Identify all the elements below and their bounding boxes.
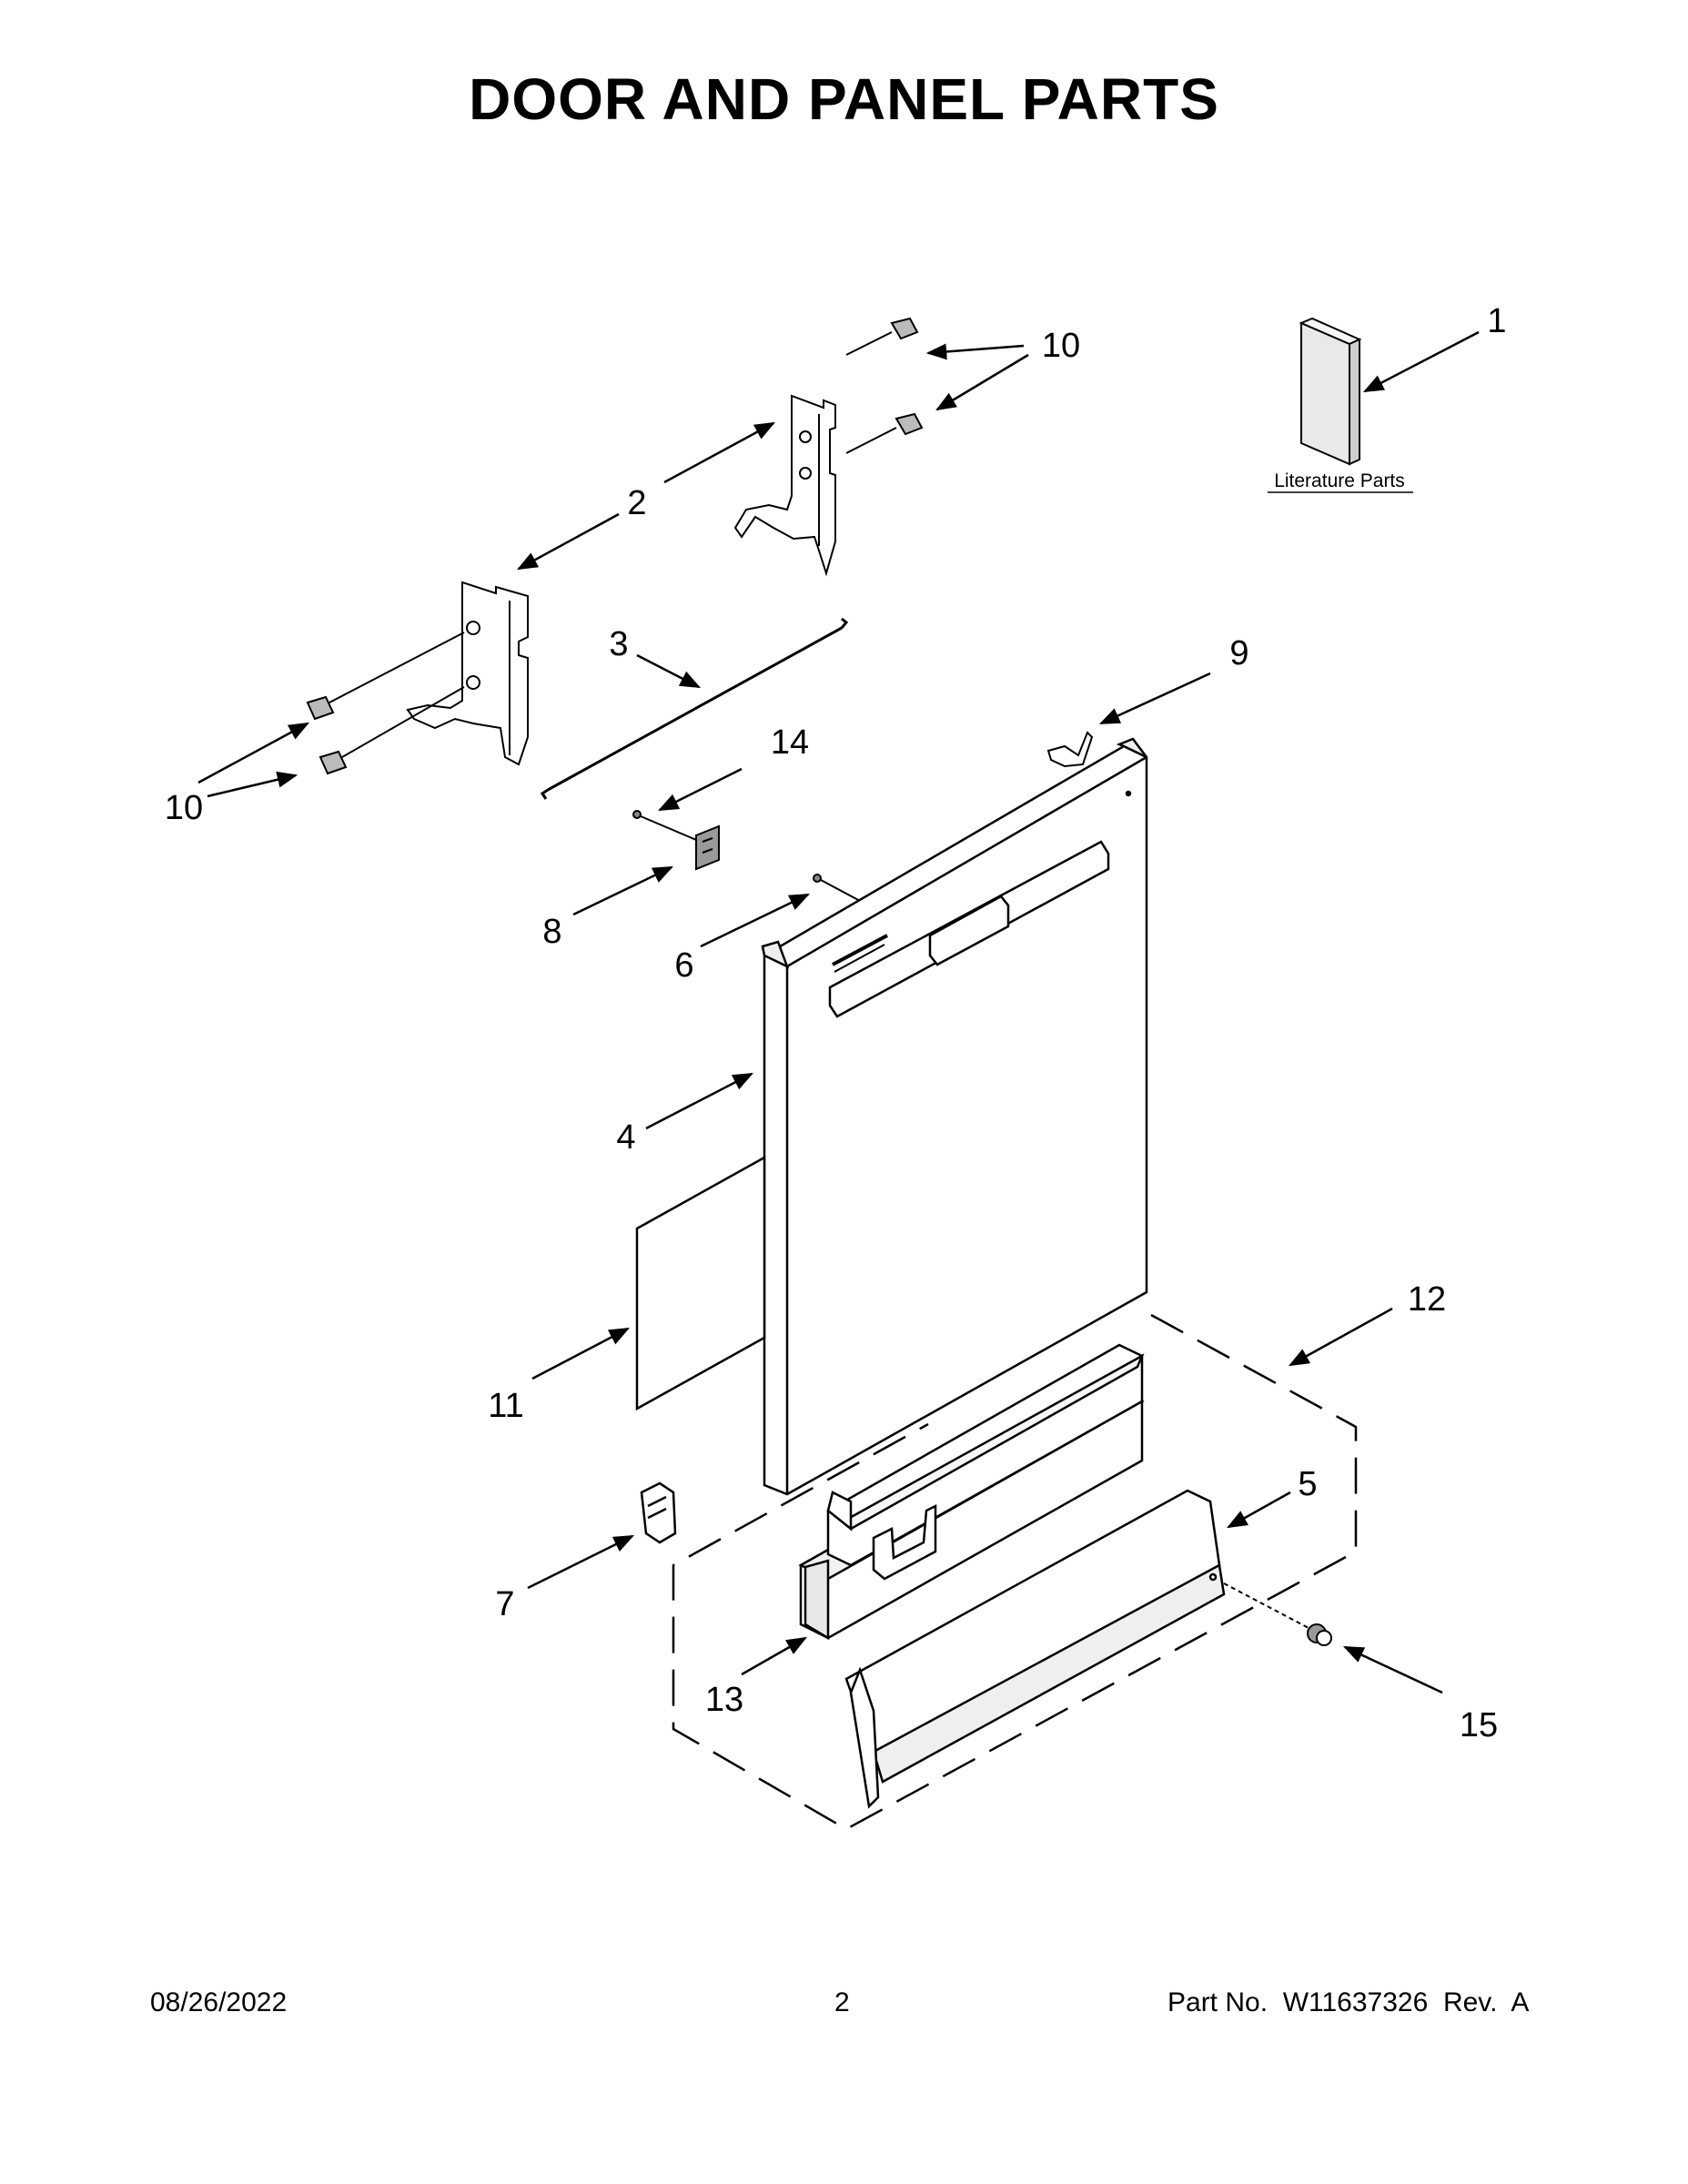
leader-2-right (663, 421, 775, 484)
door-rod (540, 617, 849, 800)
callout-leaders (197, 330, 1480, 1694)
vent-trim-part-13 (798, 1343, 1145, 1641)
toe-kick-assembly-outline (672, 1313, 1358, 1831)
callout-12: 12 (1408, 1280, 1446, 1319)
hinge-screw-upper-right (845, 317, 919, 356)
leader-13 (741, 1636, 807, 1676)
callout-10-upper: 10 (1042, 327, 1080, 365)
clip-part-9 (1046, 731, 1094, 768)
insulation-panel (635, 1155, 766, 1411)
hinge-screw-lower-left (318, 686, 465, 775)
hinge-screw-lower-right (845, 412, 924, 454)
callout-14: 14 (771, 723, 809, 762)
callout-3: 3 (609, 625, 628, 663)
callout-5: 5 (1298, 1465, 1317, 1503)
right-hinge-bracket (733, 394, 836, 577)
leader-6 (700, 893, 811, 948)
callout-9: 9 (1229, 634, 1248, 672)
callout-13: 13 (705, 1681, 743, 1719)
page-title: DOOR AND PANEL PARTS (469, 66, 1219, 132)
footer-page-number: 2 (834, 1987, 850, 2017)
callout-numbers: 1 2 3 4 5 6 7 8 9 10 10 11 12 13 14 15 (165, 302, 1507, 1744)
leader-15 (1342, 1645, 1443, 1694)
leader-1 (1363, 330, 1480, 393)
leader-10-upper (925, 343, 1025, 360)
handle-cap-part-7 (640, 1481, 677, 1544)
callout-1: 1 (1487, 302, 1506, 340)
hinge-screw-upper-left (306, 632, 465, 721)
literature-parts-booklet (1299, 317, 1362, 466)
left-hinge-bracket (406, 581, 529, 766)
literature-parts-label: Literature Parts (1274, 470, 1405, 491)
leader-5 (1227, 1491, 1291, 1529)
leader-10-left-upper (197, 722, 309, 784)
leader-11 (531, 1327, 630, 1380)
clip-part-8 (695, 824, 720, 871)
callout-15: 15 (1460, 1706, 1498, 1744)
leader-12 (1289, 1307, 1393, 1367)
callout-7: 7 (495, 1585, 514, 1623)
toe-kick-panel (844, 1489, 1226, 1809)
leader-2-left (517, 512, 620, 571)
footer-date: 08/26/2022 (150, 1987, 288, 2017)
leader-14 (657, 767, 743, 812)
screw-part-15 (1223, 1582, 1332, 1646)
screw-part-14 (632, 810, 702, 843)
leader-4 (645, 1072, 753, 1130)
leader-10-lower (935, 353, 1029, 411)
callout-10-left: 10 (165, 789, 203, 827)
callout-11: 11 (488, 1387, 523, 1425)
callout-2: 2 (627, 484, 646, 522)
door-panel (761, 737, 1148, 1496)
leader-3 (636, 653, 702, 689)
leader-10-left-lower (207, 771, 298, 798)
callout-6: 6 (674, 946, 693, 985)
callout-4: 4 (616, 1118, 635, 1157)
leader-9 (1098, 672, 1211, 725)
callout-8: 8 (542, 913, 561, 951)
footer-part-number: Part No. W11637326 Rev. A (1167, 1987, 1530, 2017)
leader-7 (527, 1534, 635, 1590)
leader-8 (572, 865, 674, 916)
